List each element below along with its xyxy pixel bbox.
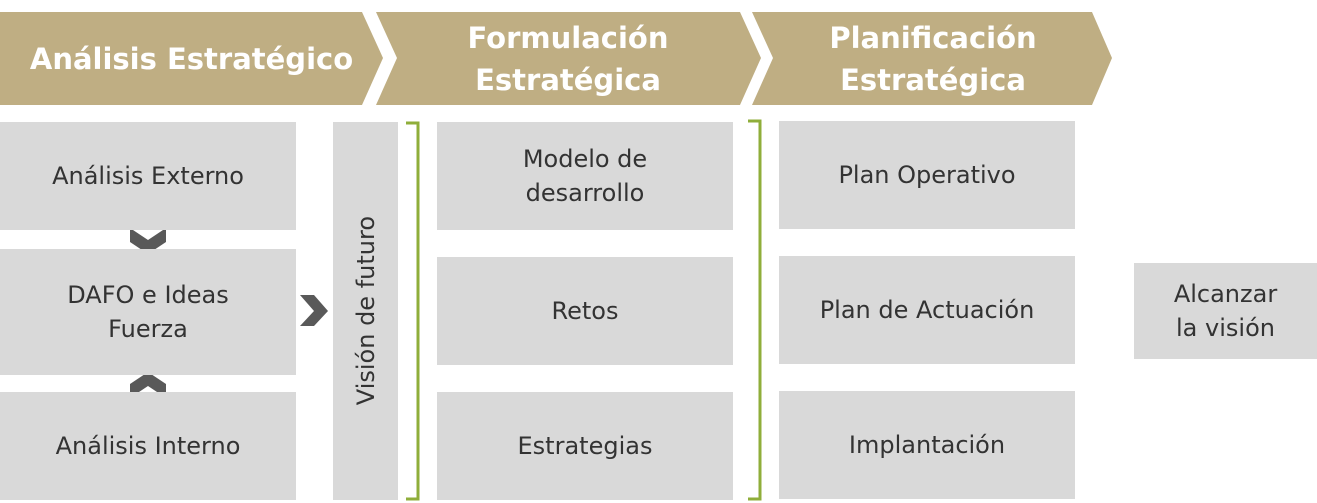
- stage-title-2: Formulación Estratégica: [467, 20, 669, 97]
- box-plan-operativo: Plan Operativo: [779, 121, 1075, 229]
- chevron-down-icon: [130, 228, 166, 254]
- stage-chevron-2: [376, 12, 761, 105]
- box-estrategias: Estrategias: [437, 392, 733, 500]
- chevron-up-icon: [130, 372, 166, 398]
- box-analisis-externo: Análisis Externo: [0, 122, 296, 230]
- vision-label: Visión de futuro: [351, 216, 380, 406]
- box-dafo: DAFO e Ideas Fuerza: [0, 249, 296, 375]
- bracket-1: [406, 121, 420, 501]
- box-analisis-interno: Análisis Interno: [0, 392, 296, 500]
- bracket-2: [748, 119, 762, 501]
- box-modelo: Modelo de desarrollo: [437, 122, 733, 230]
- box-implantacion: Implantación: [779, 391, 1075, 499]
- stage-chevron-1: [0, 12, 383, 105]
- box-alcanzar-vision: Alcanzar la visión: [1134, 263, 1317, 359]
- stage-chevron-3: [752, 12, 1112, 105]
- stage-title-3: Planificación Estratégica: [829, 20, 1037, 97]
- box-plan-actuacion: Plan de Actuación: [779, 256, 1075, 364]
- box-vision-futuro: Visión de futuro: [333, 122, 398, 500]
- chevron-right-icon: [300, 295, 328, 326]
- box-retos: Retos: [437, 257, 733, 365]
- stage-title-1: Análisis Estratégico: [29, 41, 354, 76]
